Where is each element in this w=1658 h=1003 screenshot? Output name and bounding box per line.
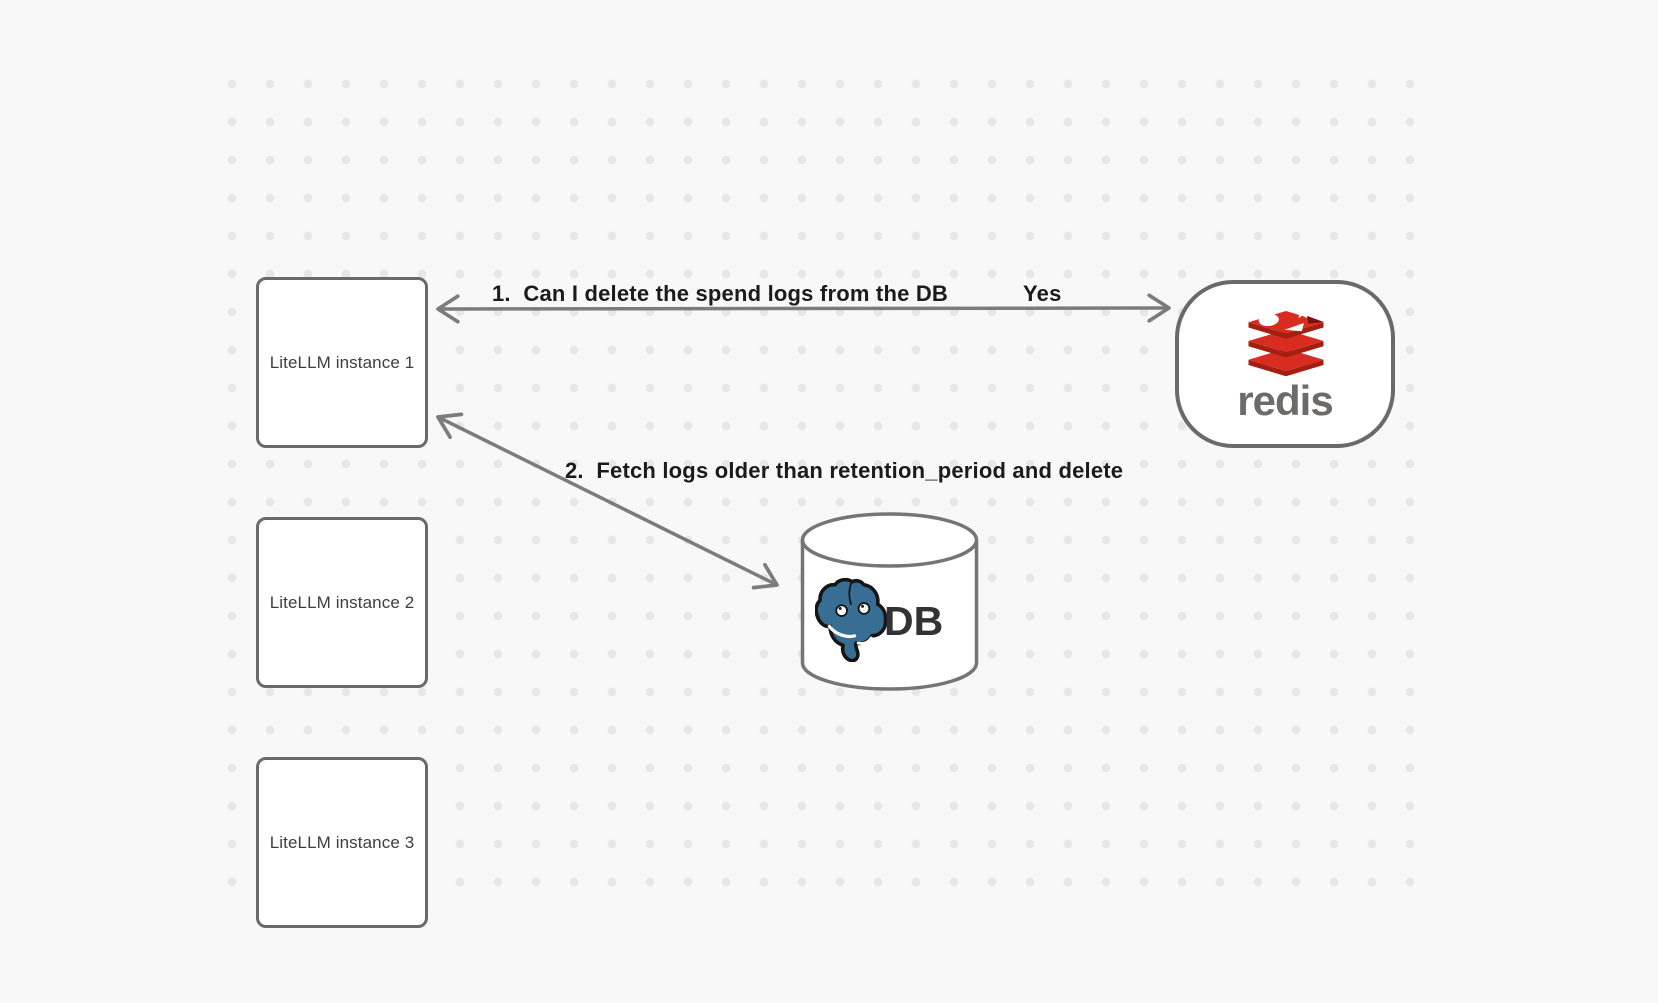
- redis-node[interactable]: redis: [1175, 280, 1395, 448]
- litellm-instance-3-label: LiteLLM instance 3: [269, 832, 415, 852]
- redis-logo-icon: [1248, 305, 1324, 377]
- redis-wordmark: redis: [1237, 377, 1333, 424]
- postgresql-elephant-icon: [815, 578, 887, 662]
- arrow-query-spend-logs[interactable]: [436, 293, 1171, 324]
- db-label: DB: [884, 598, 944, 644]
- postgres-db-node[interactable]: DB: [795, 508, 987, 700]
- litellm-instance-1-label: LiteLLM instance 1: [269, 352, 415, 372]
- litellm-instance-2-node[interactable]: LiteLLM instance 2: [256, 517, 428, 688]
- litellm-instance-2-label: LiteLLM instance 2: [269, 592, 415, 612]
- litellm-instance-1-node[interactable]: LiteLLM instance 1: [256, 277, 428, 448]
- arrow-fetch-delete[interactable]: [436, 412, 779, 590]
- arrow-label-response-yes[interactable]: Yes: [1023, 281, 1062, 306]
- arrow-label-fetch[interactable]: 2. Fetch logs older than retention_perio…: [565, 458, 1124, 483]
- litellm-instance-3-node[interactable]: LiteLLM instance 3: [256, 757, 428, 928]
- arrow-label-query[interactable]: 1. Can I delete the spend logs from the …: [492, 281, 949, 306]
